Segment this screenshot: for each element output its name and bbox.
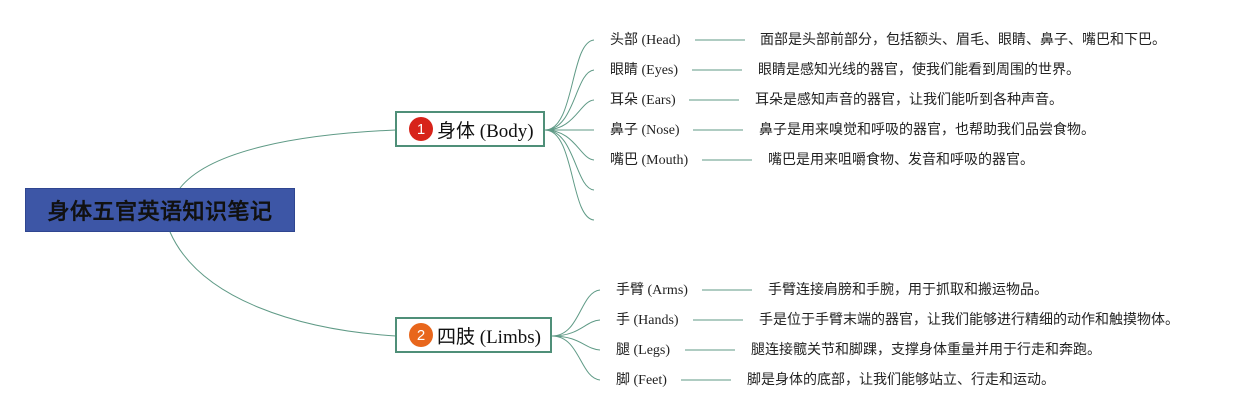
edge-limbs-legs <box>551 335 601 351</box>
branch-limbs-label: 四肢 (Limbs) <box>437 326 541 348</box>
desc-head: 面部是头部前部分，包括额头、眉毛、眼睛、鼻子、嘴巴和下巴。 <box>760 33 1166 48</box>
leaf-legs[interactable]: 腿 (Legs) <box>616 343 671 358</box>
edge-root-body <box>179 129 397 189</box>
leaf-eyes[interactable]: 眼睛 (Eyes) <box>610 63 679 78</box>
number-badge-2: 2 <box>409 323 433 347</box>
branch-limbs[interactable]: 2 四肢 (Limbs) <box>395 317 552 353</box>
leaf-mouth[interactable]: 嘴巴 (Mouth) <box>610 153 689 168</box>
desc-feet: 脚是身体的底部，让我们能够站立、行走和运动。 <box>747 373 1055 388</box>
edge-body-head <box>544 39 595 131</box>
leaf-head[interactable]: 头部 (Head) <box>610 33 681 48</box>
leaf-ears[interactable]: 耳朵 (Ears) <box>610 93 676 108</box>
edge-body-empty-1 <box>544 129 595 191</box>
desc-hands: 手是位于手臂末端的器官，让我们能够进行精细的动作和触摸物体。 <box>759 313 1179 328</box>
desc-legs: 腿连接髋关节和脚踝，支撑身体重量并用于行走和奔跑。 <box>751 343 1101 358</box>
leaf-hands[interactable]: 手 (Hands) <box>616 313 679 328</box>
leaf-arms[interactable]: 手臂 (Arms) <box>616 283 688 298</box>
edge-body-mouth <box>544 129 595 161</box>
branch-body-label: 身体 (Body) <box>437 120 534 142</box>
edge-limbs-feet <box>551 335 601 381</box>
root-title: 身体五官英语知识笔记 <box>47 200 273 225</box>
leaf-nose[interactable]: 鼻子 (Nose) <box>610 123 680 138</box>
edge-body-empty-2 <box>544 129 595 221</box>
edge-limbs-hands <box>551 319 601 337</box>
edge-body-ears <box>544 99 595 131</box>
edge-body-eyes <box>544 69 595 131</box>
desc-arms: 手臂连接肩膀和手腕，用于抓取和搬运物品。 <box>768 283 1048 298</box>
edge-root-limbs <box>169 231 397 337</box>
number-badge-1: 1 <box>409 117 433 141</box>
root-node[interactable]: 身体五官英语知识笔记 <box>25 188 295 232</box>
branch-body[interactable]: 1 身体 (Body) <box>395 111 545 147</box>
leaf-feet[interactable]: 脚 (Feet) <box>616 373 667 388</box>
desc-mouth: 嘴巴是用来咀嚼食物、发音和呼吸的器官。 <box>768 153 1034 168</box>
desc-nose: 鼻子是用来嗅觉和呼吸的器官，也帮助我们品尝食物。 <box>759 123 1095 138</box>
desc-eyes: 眼睛是感知光线的器官，使我们能看到周围的世界。 <box>758 63 1080 78</box>
desc-ears: 耳朵是感知声音的器官，让我们能听到各种声音。 <box>755 93 1063 108</box>
edge-limbs-arms <box>551 289 601 337</box>
